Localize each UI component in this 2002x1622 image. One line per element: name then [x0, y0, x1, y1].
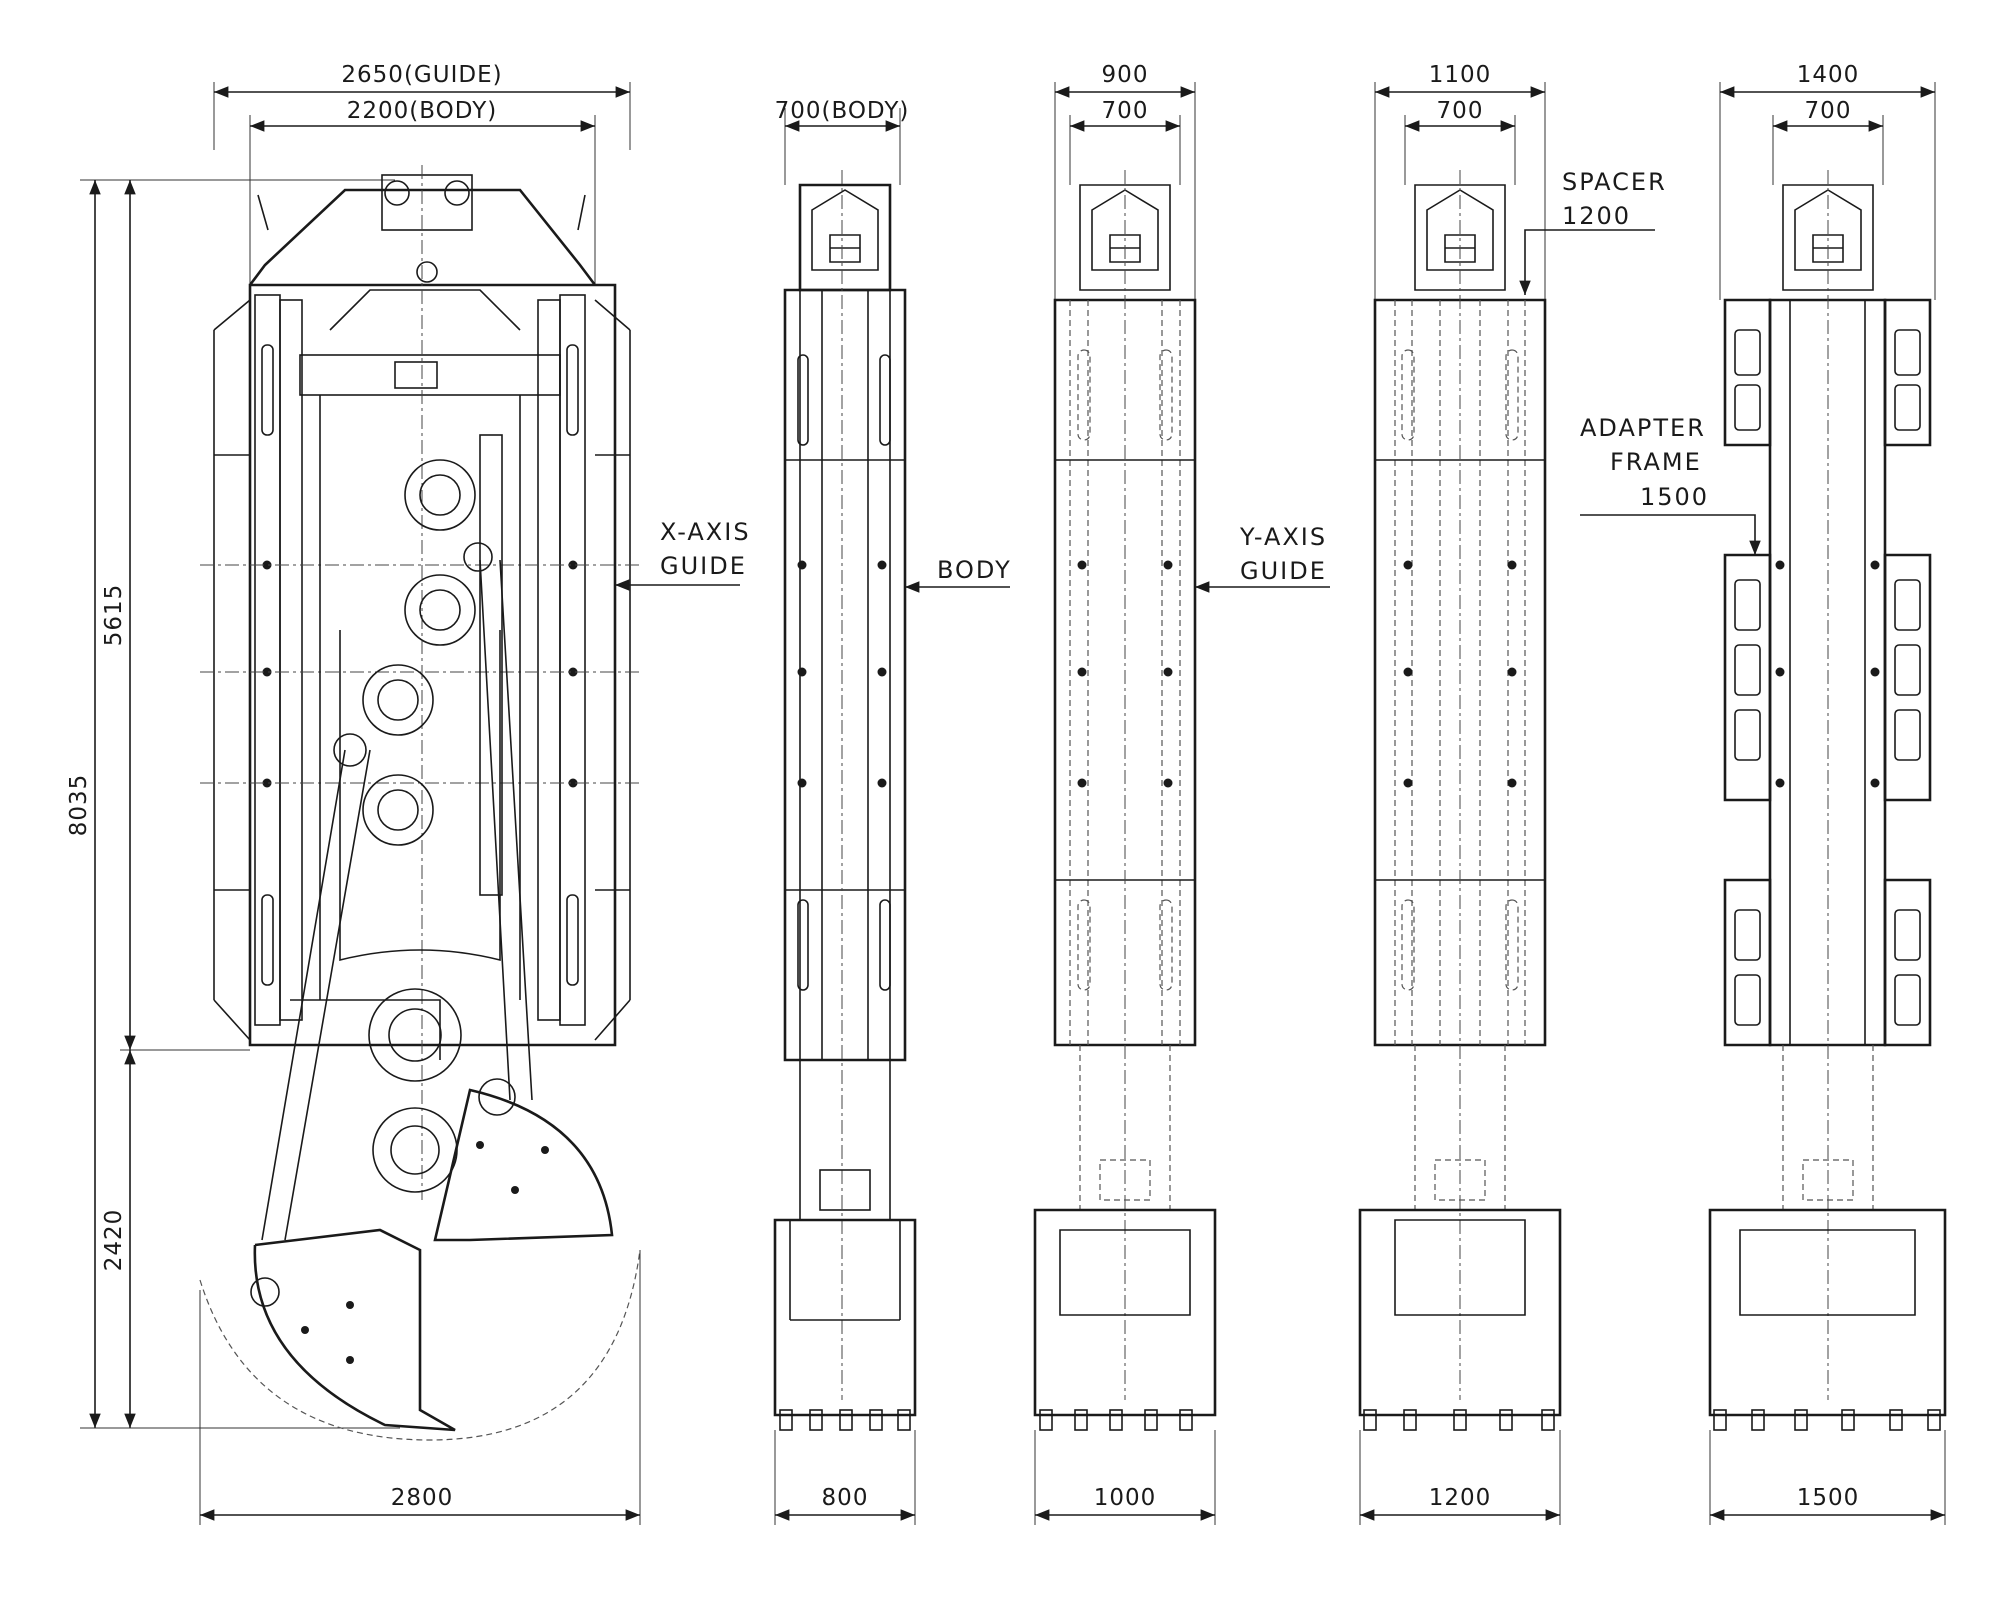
label-spacer-size: 1200 [1562, 202, 1631, 230]
dim-bottom-800: 800 [822, 1485, 869, 1511]
front-view-800: 700(BODY) 800 BODY [773, 98, 1012, 1525]
dim-bottom-1500: 1500 [1797, 1485, 1860, 1511]
dim-1100: 1100 [1429, 62, 1492, 88]
label-y-axis: Y-AXIS [1239, 523, 1327, 551]
dim-700-c: 700 [1805, 98, 1852, 124]
dim-700-a: 700 [1102, 98, 1149, 124]
dim-900: 900 [1102, 62, 1149, 88]
dim-bottom-1200: 1200 [1429, 1485, 1492, 1511]
label-adapter: ADAPTER [1580, 414, 1706, 442]
dim-guide-width: 2650(GUIDE) [341, 62, 502, 88]
dim-bottom-2800: 2800 [391, 1485, 454, 1511]
front-view-1000: 900 700 1000 Y-AXIS G [1033, 62, 1330, 1525]
dim-1400: 1400 [1797, 62, 1860, 88]
dim-total-height: 8035 [66, 774, 92, 837]
label-body: BODY [937, 556, 1012, 584]
dim-bottom-1000: 1000 [1094, 1485, 1157, 1511]
side-view: 2650(GUIDE) 2200(BODY) 8035 5615 2420 [66, 62, 751, 1525]
label-spacer: SPACER [1562, 168, 1667, 196]
label-x-axis-guide: GUIDE [660, 552, 747, 580]
front-view-1200: 1100 700 1200 SPACER [1358, 62, 1667, 1525]
label-y-axis-guide: GUIDE [1240, 557, 1327, 585]
dim-grab-height: 2420 [101, 1209, 127, 1272]
label-adapter-frame: FRAME [1610, 448, 1702, 476]
label-adapter-size: 1500 [1640, 483, 1709, 511]
dim-body-width: 2200(BODY) [347, 98, 497, 124]
dim-body-700: 700(BODY) [775, 98, 910, 124]
dim-700-b: 700 [1437, 98, 1484, 124]
label-x-axis: X-AXIS [660, 518, 751, 546]
dim-guide-height: 5615 [101, 584, 127, 647]
front-view-1500: 1400 700 [1580, 62, 1947, 1525]
